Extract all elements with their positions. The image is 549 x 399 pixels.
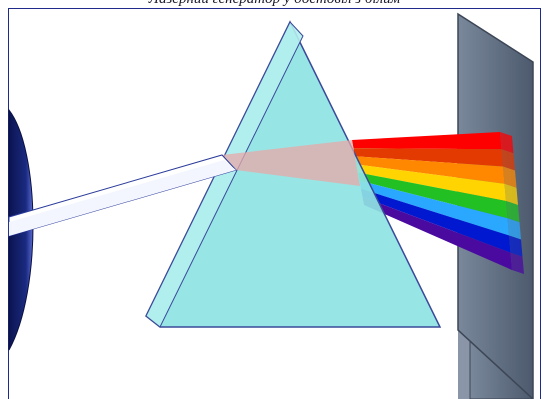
spectrum-band-red [352,132,502,149]
